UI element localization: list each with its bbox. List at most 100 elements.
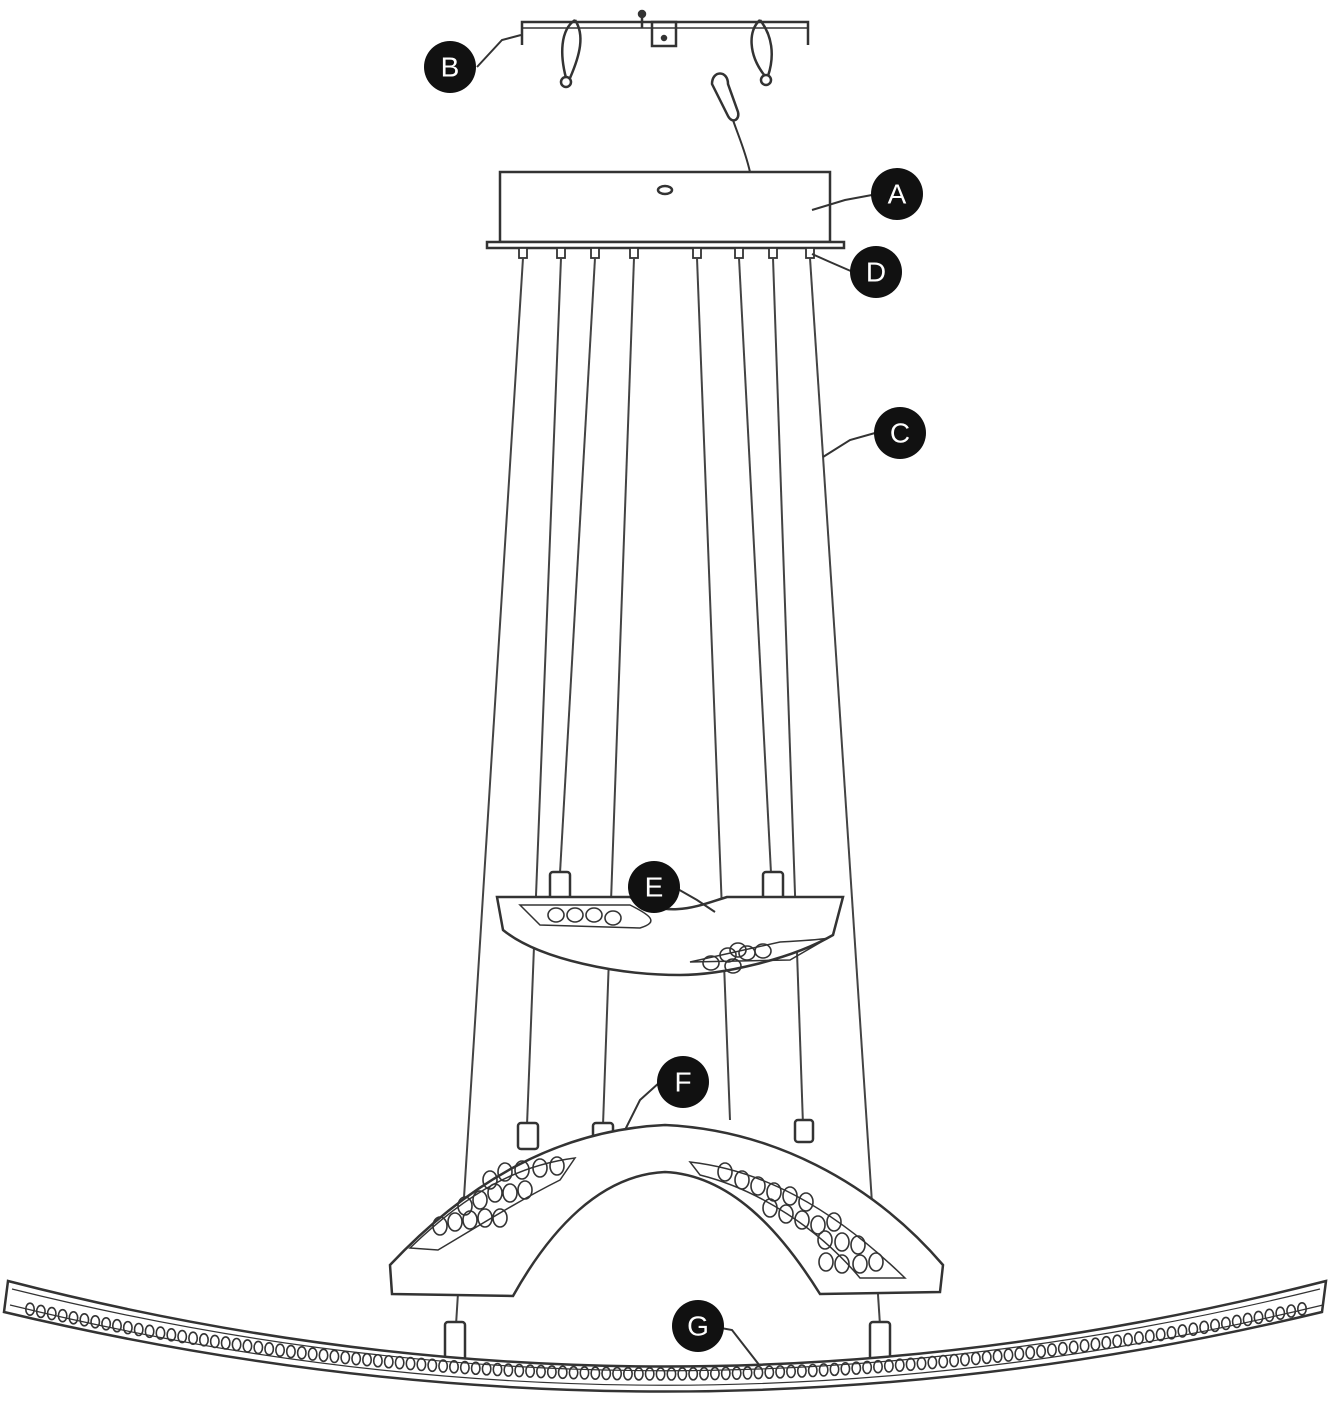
led-dot (122, 1320, 133, 1335)
led-dot (35, 1304, 46, 1319)
led-dot (786, 1364, 797, 1379)
led-dot (818, 1252, 834, 1272)
led-dot (459, 1360, 470, 1375)
led-dot (782, 1186, 798, 1206)
led-dot (724, 958, 742, 974)
led-dot (579, 1366, 590, 1380)
led-dot (810, 1215, 826, 1235)
led-dot (1123, 1332, 1134, 1347)
led-dot (666, 1367, 677, 1381)
svg-text:F: F (674, 1067, 691, 1098)
led-dot (604, 910, 622, 926)
led-dot (883, 1359, 894, 1373)
led-dot (702, 955, 720, 971)
led-dot (699, 1366, 710, 1381)
svg-text:B: B (441, 52, 460, 83)
led-dot (482, 1170, 498, 1190)
led-dot (383, 1354, 394, 1369)
led-dot (796, 1364, 807, 1378)
led-dot (1253, 1310, 1264, 1325)
led-dot (177, 1329, 188, 1344)
led-dot (894, 1358, 905, 1372)
led-dot (753, 1365, 764, 1380)
canopy (485, 170, 846, 250)
callout-b: B (424, 41, 476, 93)
led-dot (432, 1216, 448, 1236)
led-dot (1036, 1344, 1047, 1359)
svg-text:D: D (866, 257, 886, 288)
led-dot (79, 1313, 90, 1327)
led-dot (862, 1360, 873, 1375)
led-dot (719, 947, 737, 963)
led-dot (24, 1302, 35, 1317)
light-module-arch-leds (432, 1156, 884, 1274)
led-dot (514, 1160, 530, 1180)
led-dot (492, 1362, 503, 1377)
led-dot (1231, 1314, 1242, 1329)
led-dot (427, 1358, 438, 1373)
led-dot (764, 1365, 775, 1380)
led-dot (794, 1210, 810, 1230)
led-dot (497, 1162, 513, 1182)
led-dot (318, 1348, 329, 1363)
led-dot (590, 1366, 601, 1381)
svg-text:G: G (687, 1311, 709, 1342)
leader-lines (476, 34, 876, 1367)
led-dot (829, 1362, 840, 1377)
led-dot (1112, 1334, 1123, 1348)
led-dot (655, 1367, 666, 1381)
led-dot (1090, 1337, 1101, 1352)
led-dot (448, 1360, 459, 1374)
led-dot (340, 1350, 351, 1365)
led-dot (720, 1366, 731, 1381)
led-dot (209, 1334, 220, 1349)
led-dot (1079, 1338, 1090, 1353)
led-dot (834, 1254, 850, 1274)
led-dot (1133, 1331, 1144, 1345)
carabiner-hook (710, 72, 751, 173)
led-dot (1166, 1325, 1177, 1340)
led-dot (709, 1366, 720, 1381)
led-dot (852, 1254, 868, 1274)
led-dot (275, 1343, 286, 1357)
led-dot (717, 1162, 733, 1182)
light-module-arch (388, 1118, 945, 1298)
led-dot (329, 1349, 340, 1364)
callout-a: A (871, 168, 923, 220)
led-dot (549, 1156, 565, 1176)
led-dot (394, 1355, 405, 1370)
led-dot (868, 1252, 884, 1272)
led-dot (1155, 1327, 1166, 1342)
led-dot (1188, 1322, 1199, 1336)
led-dot (372, 1353, 383, 1368)
led-dot (1177, 1324, 1188, 1338)
led-dot (916, 1356, 927, 1371)
led-dot (1057, 1341, 1068, 1356)
led-dot (927, 1355, 938, 1370)
led-dot (242, 1339, 253, 1353)
cable-grippers (518, 247, 815, 259)
led-dot (818, 1363, 829, 1377)
led-dot (742, 1366, 753, 1380)
led-dot (633, 1367, 644, 1381)
led-dot (1297, 1301, 1308, 1316)
led-dot (949, 1353, 960, 1368)
suspension-cables (455, 257, 881, 1326)
led-dot (1101, 1335, 1112, 1350)
led-dot (1068, 1340, 1079, 1354)
led-dot (677, 1367, 688, 1381)
led-dot (959, 1352, 970, 1367)
led-dot (264, 1342, 275, 1356)
led-dot (1210, 1318, 1221, 1333)
led-dot (514, 1363, 525, 1378)
led-dot (568, 1365, 579, 1380)
led-dot (1003, 1348, 1014, 1362)
led-dot (57, 1308, 68, 1323)
led-dot (612, 1366, 623, 1381)
led-dot (405, 1356, 416, 1371)
callout-e: E (628, 861, 680, 913)
light-module-small-leds (547, 907, 772, 974)
led-dot (729, 942, 747, 958)
led-dot (585, 907, 603, 923)
led-dot (155, 1326, 166, 1340)
